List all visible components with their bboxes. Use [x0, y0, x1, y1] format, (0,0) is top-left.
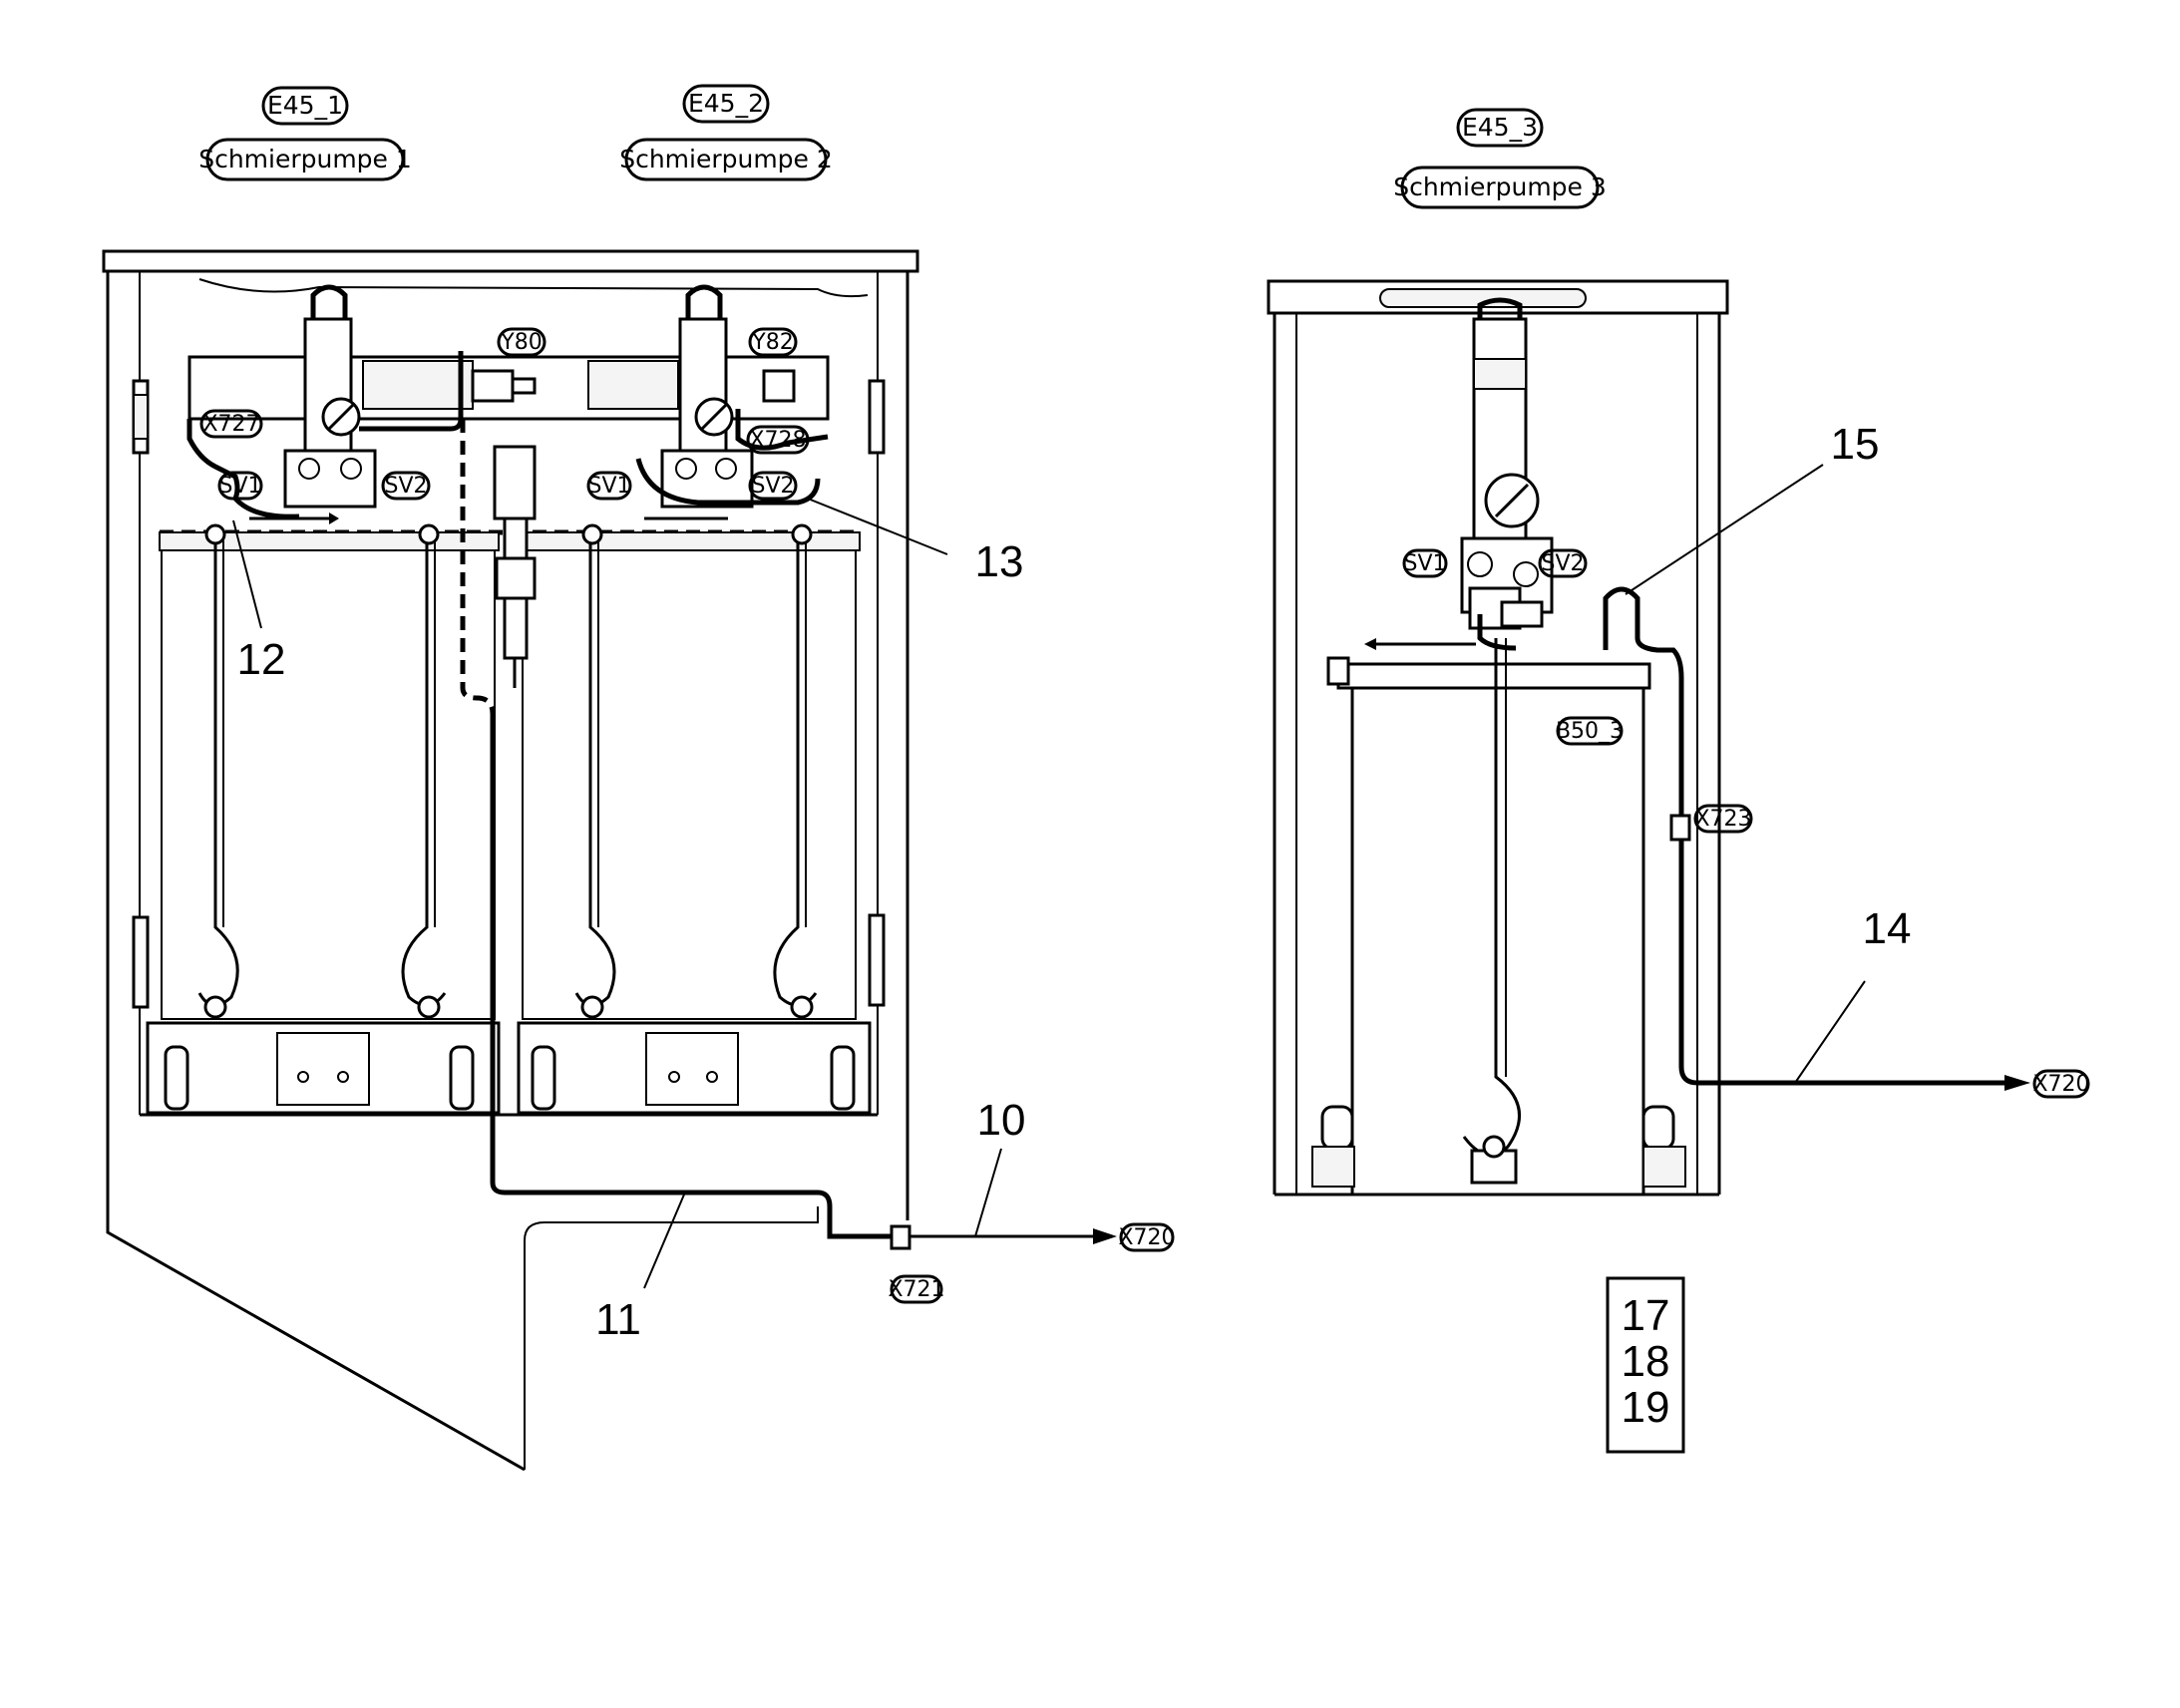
callout-14-text: 14 — [1863, 904, 1912, 953]
tag-x723: X723 — [1693, 804, 1753, 834]
unit-id-e45-1: E45_1 — [267, 91, 343, 120]
callout-10: 10 — [974, 1096, 1026, 1237]
tag-x727-text: X727 — [202, 412, 259, 437]
unit-id-e45-3: E45_3 — [1462, 113, 1538, 142]
unit-label-e45-3: E45_3 Schmierpumpe 3 — [1393, 108, 1607, 209]
tag-sv1-c: SV1 — [1402, 548, 1448, 578]
tag-y82: Y82 — [748, 327, 798, 357]
tag-sv2-a: SV2 — [381, 471, 431, 501]
reference-box: 17 18 19 — [1606, 1276, 1685, 1454]
tag-sv2-c: SV2 — [1538, 548, 1588, 578]
tag-sv1-b: SV1 — [586, 471, 632, 501]
reference-line-2: 18 — [1622, 1337, 1670, 1386]
unit-name-e45-2: Schmierpumpe 2 — [619, 145, 833, 173]
unit-name-e45-1: Schmierpumpe 1 — [198, 145, 412, 173]
tag-x728: X728 — [746, 425, 810, 455]
tag-y80-text: Y80 — [500, 330, 542, 355]
unit-label-e45-2: E45_2 Schmierpumpe 2 — [619, 84, 833, 181]
callout-11: 11 — [595, 1194, 685, 1344]
unit-label-e45-1: E45_1 Schmierpumpe 1 — [198, 86, 412, 181]
tag-sv1-a-text: SV1 — [218, 474, 261, 499]
reference-line-3: 19 — [1622, 1383, 1670, 1432]
tag-sv2-a-text: SV2 — [384, 474, 427, 499]
callout-12-text: 12 — [237, 635, 286, 684]
tag-x728-text: X728 — [749, 428, 806, 453]
tag-b50-3-text: B50_3 — [1556, 719, 1624, 744]
callout-15: 15 — [1625, 420, 1880, 595]
callout-15-text: 15 — [1831, 420, 1880, 469]
tag-x721-text: X721 — [888, 1277, 944, 1302]
callout-14: 14 — [1794, 904, 1912, 1084]
tag-sv1-a: SV1 — [217, 471, 263, 501]
callout-12: 12 — [232, 519, 286, 684]
tag-x720-left-text: X720 — [1118, 1225, 1175, 1250]
tag-sv1-b-text: SV1 — [587, 474, 630, 499]
tag-sv2-c-text: SV2 — [1541, 551, 1584, 576]
tag-y82-text: Y82 — [751, 330, 793, 355]
tag-x727: X727 — [199, 409, 263, 439]
callout-13: 13 — [807, 498, 1024, 586]
callout-10-text: 10 — [977, 1096, 1026, 1145]
tag-x720-right: X720 — [2032, 1069, 2090, 1099]
tag-x723-text: X723 — [1694, 807, 1751, 832]
tag-y80: Y80 — [497, 327, 546, 357]
callout-11-text: 11 — [595, 1295, 641, 1344]
left-cabinet — [102, 249, 1117, 1472]
reference-line-1: 17 — [1622, 1291, 1670, 1340]
tag-sv1-c-text: SV1 — [1403, 551, 1446, 576]
tag-sv2-b: SV2 — [748, 471, 798, 501]
unit-id-e45-2: E45_2 — [688, 89, 764, 118]
tag-x720-left: X720 — [1118, 1222, 1176, 1252]
unit-name-e45-3: Schmierpumpe 3 — [1393, 172, 1607, 201]
tag-x721: X721 — [888, 1274, 945, 1304]
tag-b50-3: B50_3 — [1556, 716, 1624, 746]
callout-13-text: 13 — [975, 537, 1024, 586]
right-cabinet — [1267, 279, 2030, 1196]
tag-x720-right-text: X720 — [2032, 1072, 2089, 1097]
tag-sv2-b-text: SV2 — [751, 474, 794, 499]
